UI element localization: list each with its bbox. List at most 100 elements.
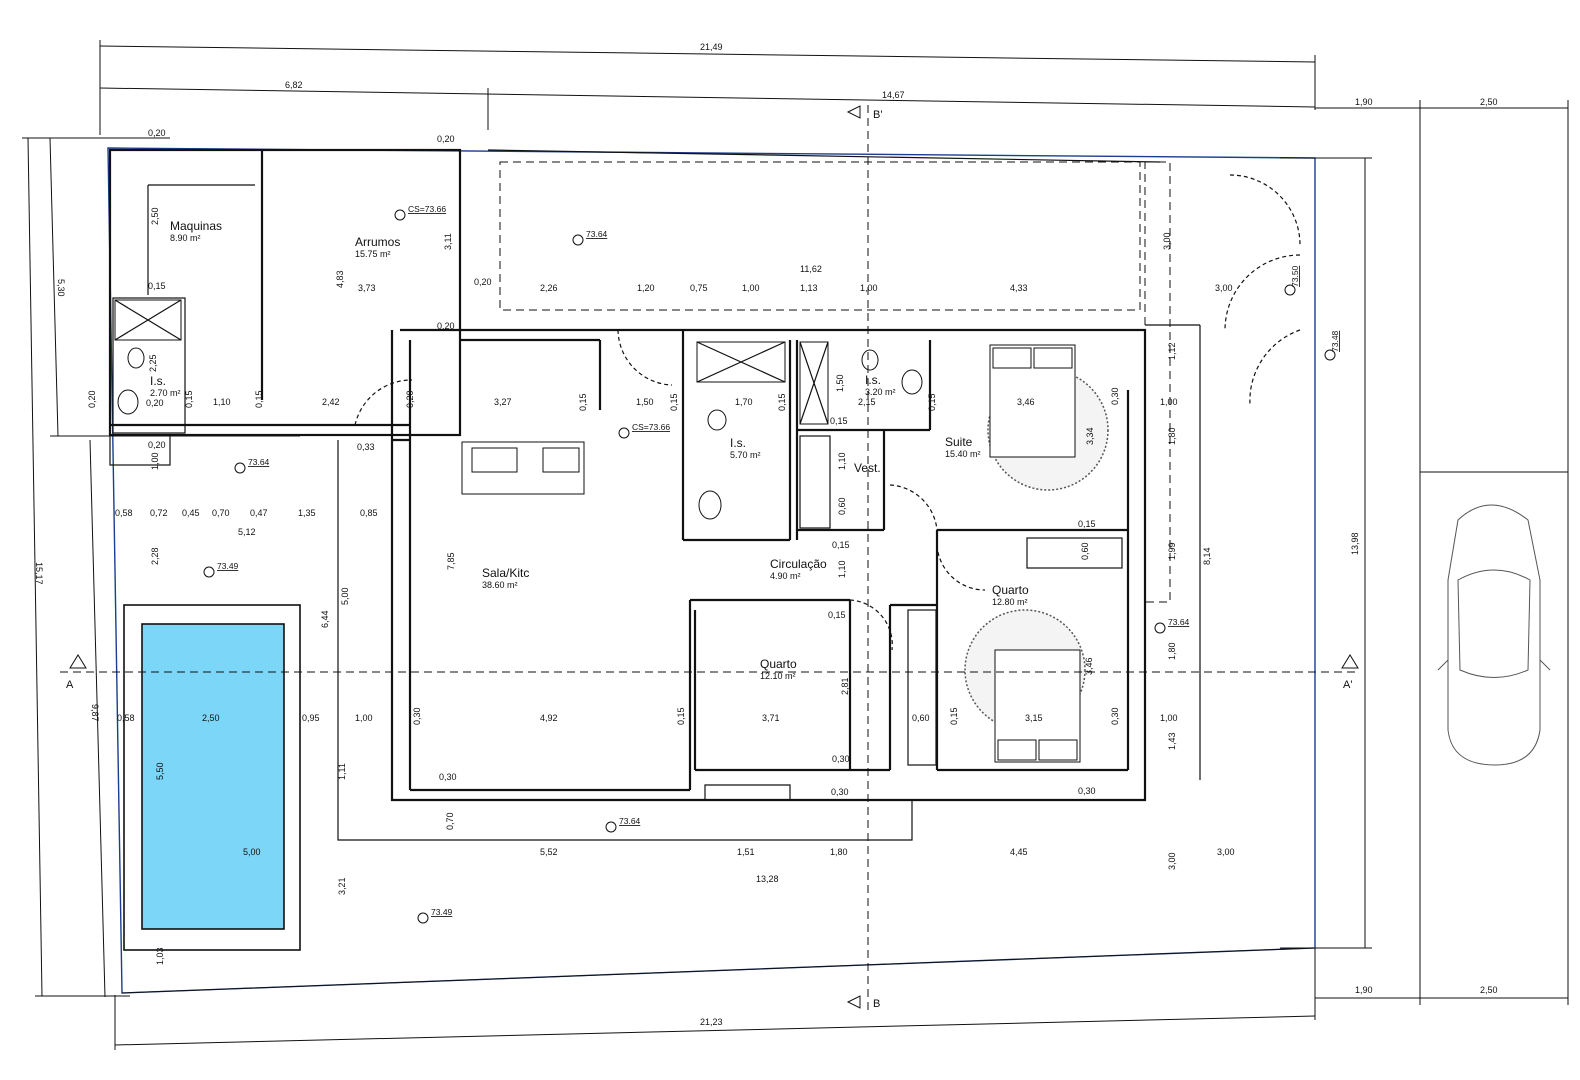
dimension-label: 0,15	[578, 393, 588, 411]
dimension-label: 1,12	[1167, 342, 1177, 360]
dimension-label: 0,15	[676, 707, 686, 725]
dimension-label: 0,20	[437, 134, 455, 144]
dimension-label: 2,50	[150, 207, 160, 225]
outer-dimensions: 21,49 6,82 14,67 21,23 15,17 5,30 9,87 1…	[34, 42, 1498, 1027]
level-value: CS=73.66	[632, 422, 670, 432]
dimension-label: 8,14	[1202, 547, 1212, 565]
dimension-label: 1,80	[1167, 427, 1177, 445]
level-value: 73.50	[1290, 265, 1300, 287]
dimension-label: 0,30	[831, 787, 849, 797]
room-name-suite: Suite	[945, 435, 973, 449]
level-marker-icon	[618, 427, 630, 439]
level-marker-icon	[1284, 284, 1296, 296]
dimension-label: 3,00	[1167, 852, 1177, 870]
room-area-sala: 38.60 m²	[482, 580, 518, 590]
dimension-label: 1,11	[337, 763, 347, 780]
dimension-label: 0,20	[405, 390, 415, 408]
dimension-label: 0,20	[474, 277, 492, 287]
dimension-label: 0,20	[87, 390, 97, 408]
dimension-label: 0,15	[184, 390, 194, 408]
level-marker-icon	[572, 234, 584, 246]
level-value: 73.48	[1330, 330, 1340, 352]
dimension-label: 5,50	[155, 762, 165, 780]
dimension-label: 1,00	[1160, 397, 1178, 407]
dimension-label: 1,99	[1167, 542, 1177, 560]
dimension-label: 0,30	[1110, 387, 1120, 405]
dimension-label: 1,35	[298, 508, 316, 518]
dimension-label: 5,52	[540, 847, 558, 857]
room-area-is_suite: 3.20 m²	[865, 387, 896, 397]
dimension-label: 1,10	[837, 452, 847, 470]
dimension-label: 3,46	[1017, 397, 1035, 407]
section-b-bottom-label: B	[873, 998, 880, 1010]
dimension-label: 1,13	[800, 283, 818, 293]
dimension-label: 0,15	[254, 390, 264, 408]
section-a-right-label: A'	[1343, 679, 1352, 691]
dimension-label: 0,30	[1110, 707, 1120, 725]
dimension-label: 0,60	[837, 497, 847, 515]
dimension-label: 1,80	[830, 847, 848, 857]
dimension-label: 0,85	[360, 508, 378, 518]
dim-street-top-b: 2,50	[1480, 97, 1498, 107]
room-name-is_mid: I.s.	[730, 436, 746, 450]
dimension-label: 5,00	[340, 587, 350, 605]
section-b-top-label: B'	[873, 109, 882, 121]
walls	[108, 148, 1201, 841]
room-name-vest: Vest.	[854, 461, 881, 475]
dimension-label: 0,75	[690, 283, 708, 293]
dimension-label: 0,15	[927, 393, 937, 411]
dimension-label: 0,30	[1078, 786, 1096, 796]
dimension-label: 3,27	[494, 397, 512, 407]
dimension-label: 0,47	[250, 508, 268, 518]
section-a-left-label: A	[66, 679, 74, 691]
dimension-label: 1,00	[355, 713, 373, 723]
fixtures	[114, 299, 1109, 763]
dimension-label: 0,15	[830, 416, 848, 426]
dim-street-top-a: 1,90	[1355, 97, 1373, 107]
dim-street-bottom-b: 2,50	[1480, 985, 1498, 995]
dimension-label: 1,00	[1160, 713, 1178, 723]
dimension-label: 2,42	[322, 397, 340, 407]
dimension-label: 0,15	[949, 707, 959, 725]
dimension-label: 0,30	[412, 707, 422, 725]
dimension-label: 0,72	[150, 508, 168, 518]
dimension-label: 0,15	[777, 393, 787, 411]
level-value: 73.49	[217, 561, 239, 571]
room-area-is_mid: 5.70 m²	[730, 450, 761, 460]
dimension-label: 4,92	[540, 713, 558, 723]
dimension-label: 4,33	[1010, 283, 1028, 293]
room-area-quarto1: 12.80 m²	[992, 597, 1028, 607]
dimension-label: 0,15	[669, 393, 679, 411]
room-name-quarto1: Quarto	[992, 583, 1029, 597]
dimension-label: 0,58	[117, 713, 135, 723]
dimension-label: 0,15	[1078, 519, 1096, 529]
level-marker-icon	[1154, 622, 1166, 634]
dimension-label: 6,44	[320, 610, 330, 628]
car-icon	[1437, 504, 1551, 766]
level-markers: CS=73.6673.64CS=73.6673.6473.4973.6473.6…	[203, 204, 1340, 924]
dimension-label: 1,00	[742, 283, 760, 293]
dimension-label: 0,20	[148, 440, 166, 450]
dimension-label: 0,20	[148, 128, 166, 138]
dimension-label: 3,21	[337, 877, 347, 895]
dimension-label: 2,15	[858, 397, 876, 407]
dim-street-bottom-a: 1,90	[1355, 985, 1373, 995]
dimension-label: 1,03	[155, 947, 165, 965]
level-value: CS=73.66	[408, 204, 446, 214]
dimension-label: 2,50	[202, 713, 220, 723]
level-marker-icon	[203, 566, 215, 578]
dimension-label: 0,20	[146, 398, 164, 408]
dimension-label: 3,00	[1162, 232, 1172, 250]
dim-top-left: 6,82	[285, 80, 303, 90]
dimension-label: 0,30	[439, 772, 457, 782]
dim-left-lower: 9,87	[90, 704, 100, 722]
room-name-arrumos: Arrumos	[355, 235, 400, 249]
room-area-maquinas: 8.90 m²	[170, 233, 201, 243]
dimension-label: 1,43	[1167, 732, 1177, 750]
dimension-label: 3,71	[762, 713, 780, 723]
section-markers: B' B A A'	[60, 105, 1360, 1010]
dimension-label: 11,62	[800, 264, 822, 274]
dimension-label: 0,30	[832, 754, 850, 764]
dimension-label: 1,80	[1167, 642, 1177, 660]
